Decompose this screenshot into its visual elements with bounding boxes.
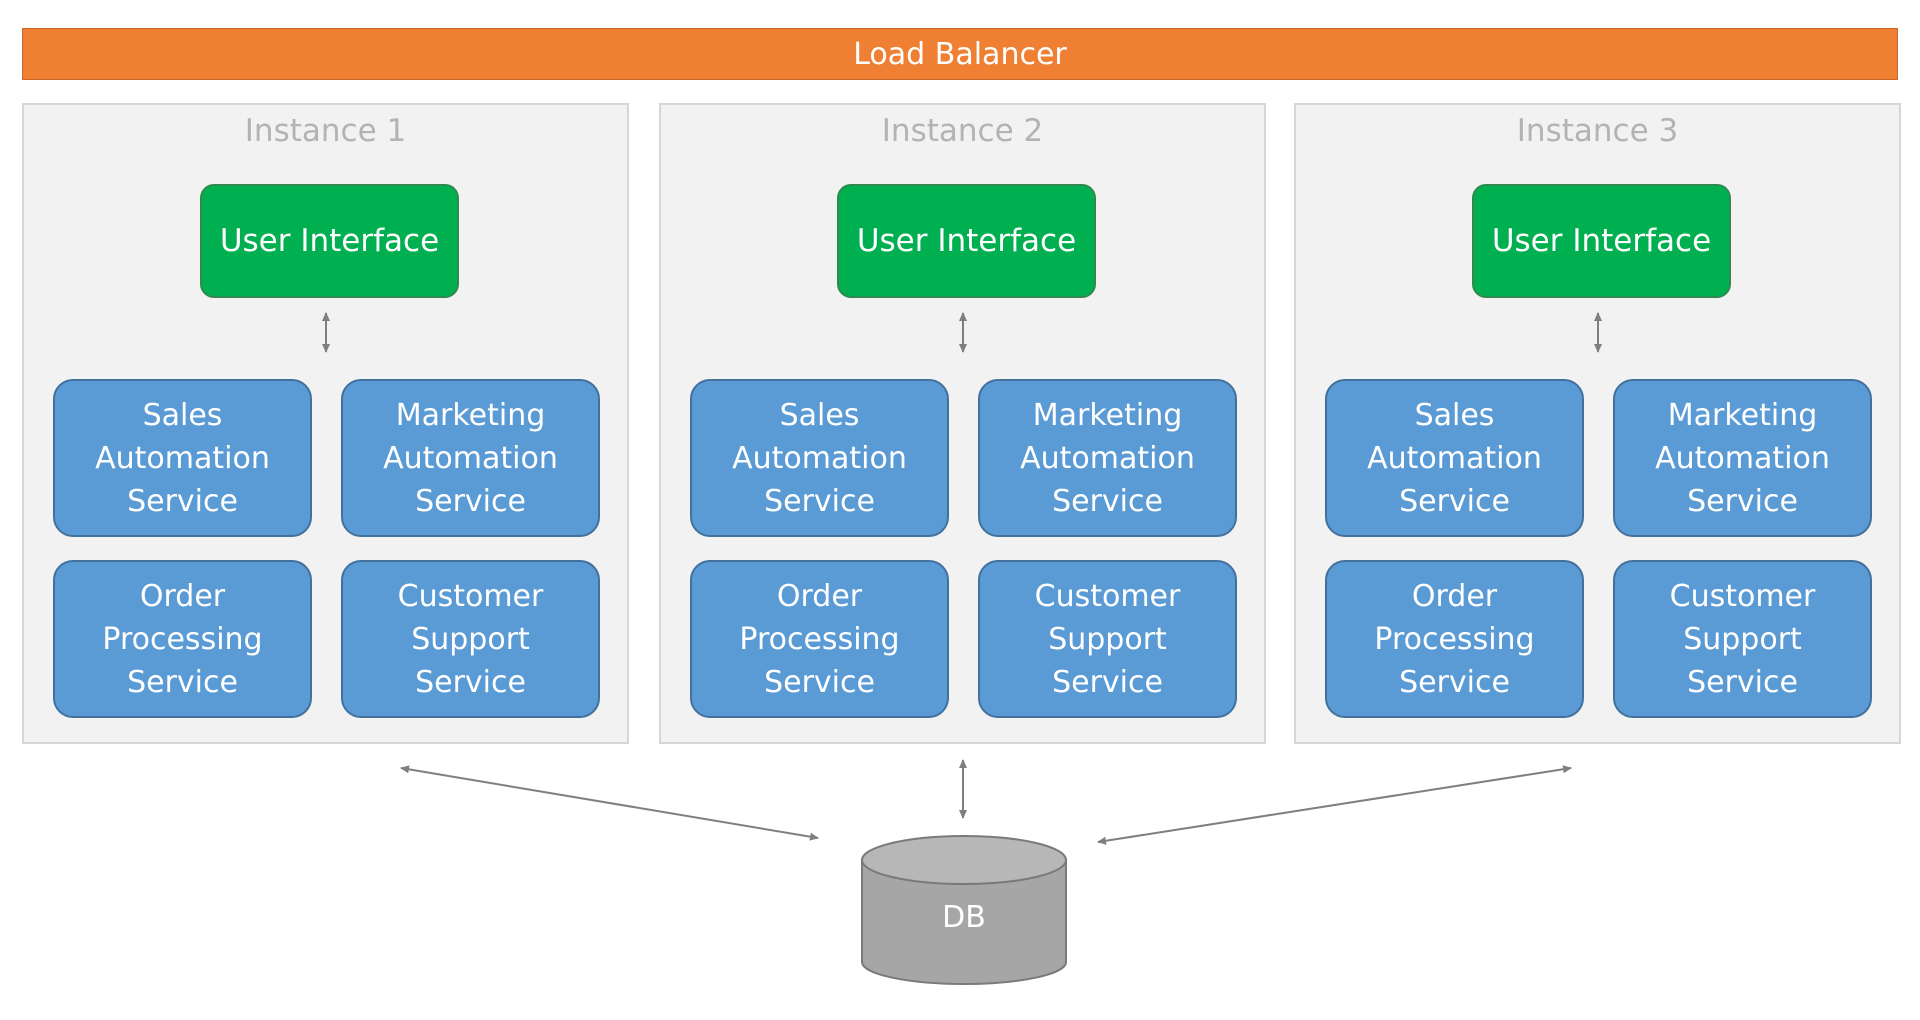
service-label-line: Sales [142, 397, 223, 433]
service-label-line: Service [127, 664, 238, 700]
database-label: DB [942, 900, 986, 935]
user-interface-label: User Interface [856, 223, 1077, 259]
service-label-line: Service [764, 483, 875, 519]
service-label-line: Service [415, 664, 526, 700]
service-label-line: Processing [1374, 621, 1535, 657]
user-interface-box: User Interface [200, 184, 459, 298]
customer-support-service: Customer Support Service [341, 560, 600, 718]
marketing-automation-service: Marketing Automation Service [341, 379, 600, 537]
service-label-line: Service [1687, 664, 1798, 700]
load-balancer: Load Balancer [22, 28, 1898, 80]
instance-title: Instance 1 [244, 113, 407, 149]
service-label-line: Service [127, 483, 238, 519]
user-interface-box: User Interface [1472, 184, 1731, 298]
service-label-line: Order [139, 578, 226, 614]
service-label-line: Service [415, 483, 526, 519]
service-label-line: Order [1411, 578, 1498, 614]
service-label-line: Sales [1414, 397, 1495, 433]
service-label-line: Processing [739, 621, 900, 657]
service-label-line: Automation [1367, 440, 1542, 476]
sales-automation-service: Sales Automation Service [690, 379, 949, 537]
instance-title: Instance 2 [881, 113, 1044, 149]
marketing-automation-service: Marketing Automation Service [1613, 379, 1872, 537]
user-interface-label: User Interface [1491, 223, 1712, 259]
service-label-line: Order [776, 578, 863, 614]
service-label-line: Marketing [1667, 397, 1818, 433]
instance-3-db-arrow [1097, 765, 1572, 845]
service-label-line: Marketing [395, 397, 546, 433]
service-label-line: Automation [1655, 440, 1830, 476]
service-label-line: Service [1399, 483, 1510, 519]
service-label-line: Service [1052, 664, 1163, 700]
service-label-line: Automation [383, 440, 558, 476]
service-label-line: Marketing [1032, 397, 1183, 433]
sales-automation-service: Sales Automation Service [1325, 379, 1584, 537]
service-label-line: Customer [1669, 578, 1816, 614]
sales-automation-service: Sales Automation Service [53, 379, 312, 537]
instance-title: Instance 3 [1516, 113, 1679, 149]
user-interface-label: User Interface [219, 223, 440, 259]
service-label-line: Support [1048, 621, 1167, 657]
service-label-line: Service [1399, 664, 1510, 700]
service-label-line: Service [1052, 483, 1163, 519]
instance-1: Instance 1 User Interface Sales Automati… [22, 103, 629, 744]
instance-1-db-arrow [400, 765, 819, 841]
user-interface-box: User Interface [837, 184, 1096, 298]
service-label-line: Sales [779, 397, 860, 433]
customer-support-service: Customer Support Service [978, 560, 1237, 718]
instance-3: Instance 3 User Interface Sales Automati… [1294, 103, 1901, 744]
service-label-line: Automation [732, 440, 907, 476]
service-label-line: Customer [397, 578, 544, 614]
load-balancer-label: Load Balancer [853, 36, 1067, 72]
service-label-line: Automation [1020, 440, 1195, 476]
order-processing-service: Order Processing Service [1325, 560, 1584, 718]
service-label-line: Support [1683, 621, 1802, 657]
order-processing-service: Order Processing Service [690, 560, 949, 718]
customer-support-service: Customer Support Service [1613, 560, 1872, 718]
service-label-line: Service [764, 664, 875, 700]
instance-2: Instance 2 User Interface Sales Automati… [659, 103, 1266, 744]
service-label-line: Processing [102, 621, 263, 657]
service-label-line: Support [411, 621, 530, 657]
service-label-line: Automation [95, 440, 270, 476]
service-label-line: Customer [1034, 578, 1181, 614]
service-label-line: Service [1687, 483, 1798, 519]
marketing-automation-service: Marketing Automation Service [978, 379, 1237, 537]
order-processing-service: Order Processing Service [53, 560, 312, 718]
